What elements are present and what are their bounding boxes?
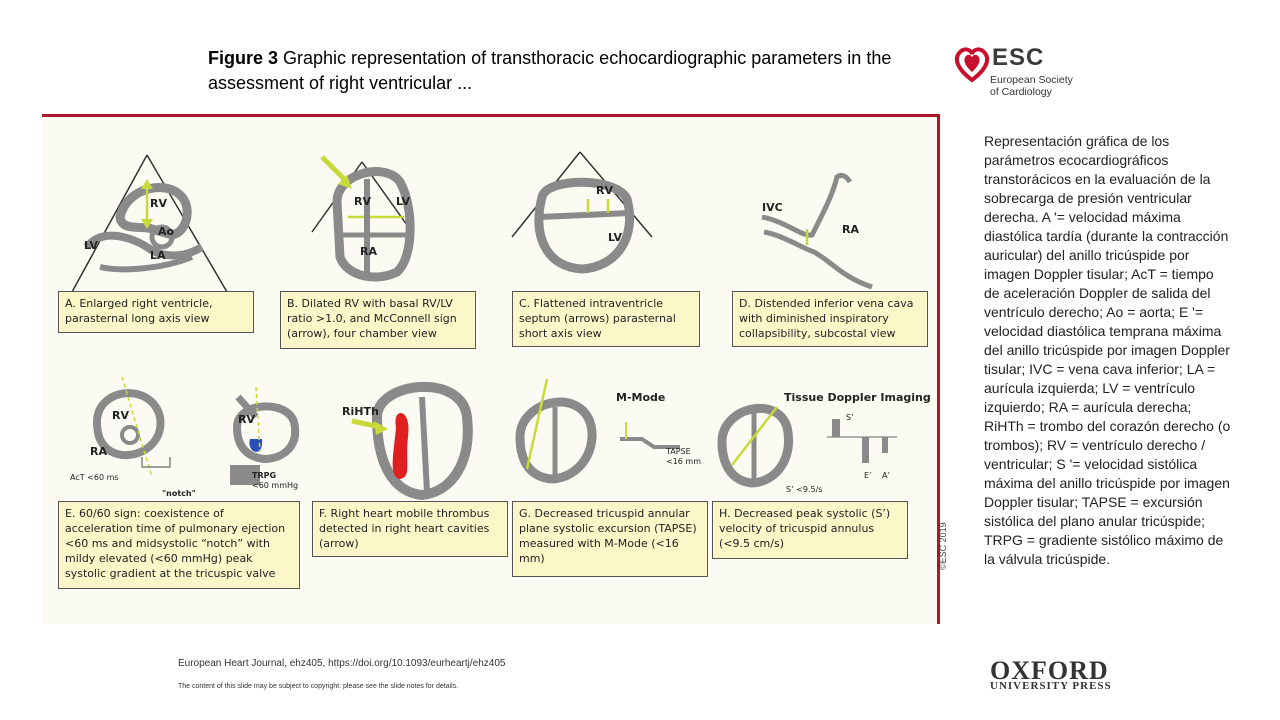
panel-g-caption: G. Decreased tricuspid annular plane sys… (512, 501, 708, 577)
panel-h-svalue-label: S’ <9.5/s (786, 485, 823, 494)
panel-c-rv-label: RV (596, 184, 613, 197)
oup-logo: UNIVERSITY PRESS (990, 680, 1112, 692)
panel-d-drawing (761, 172, 873, 290)
esc-heart-icon (954, 47, 990, 83)
panel-e-notch-label: "notch" (162, 489, 196, 498)
panel-e-rv2-label: RV (238, 413, 255, 426)
panel-e-rv-label: RV (112, 409, 129, 422)
panel-g-tapse-label: TAPSE (666, 447, 691, 456)
panel-b-ra-label: RA (360, 245, 377, 258)
panel-a-lv-label: LV (84, 239, 99, 252)
esc-subtitle: European Society of Cardiology (990, 74, 1073, 98)
panel-h-tdi-label: Tissue Doppler Imaging (784, 391, 931, 404)
panel-g-mmode-label: M-Mode (616, 391, 666, 404)
panel-d-caption: D. Distended inferior vena cava with dim… (732, 291, 928, 347)
slide-title: Figure 3 Graphic representation of trans… (208, 46, 908, 96)
panel-h-a-label: A’ (882, 471, 891, 480)
panel-a-rv-label: RV (150, 197, 167, 210)
panel-e-trpg-label: TRPG (252, 471, 277, 480)
panel-e-trpg-value: <60 mmHg (252, 481, 299, 490)
panel-h-drawing (717, 403, 897, 488)
panel-a-drawing (71, 154, 228, 293)
panel-e-caption: E. 60/60 sign: coexistence of accelerati… (58, 501, 300, 589)
esc-wordmark: ESC (992, 44, 1045, 71)
journal-citation: European Heart Journal, ehz405, https://… (178, 658, 506, 669)
panel-c-caption: C. Flattened intraventricle septum (arro… (512, 291, 700, 347)
panel-a-la-label: LA (150, 249, 166, 262)
panel-d-ivc-label: IVC (762, 201, 783, 214)
panel-e-ra-label: RA (90, 445, 107, 458)
panel-b-rv-label: RV (354, 195, 371, 208)
panel-b-drawing (311, 155, 415, 282)
panel-h-e-label: E’ (864, 471, 872, 480)
panel-f-caption: F. Right heart mobile thrombus detected … (312, 501, 508, 557)
panel-c-lv-label: LV (608, 231, 623, 244)
panel-e-act-label: AcT <60 ms (70, 473, 119, 482)
esc-subtitle-line1: European Society (990, 74, 1073, 86)
panel-b-caption: B. Dilated RV with basal RV/LV ratio >1.… (280, 291, 476, 349)
copyright-notice: ©ESC 2019 (938, 522, 948, 570)
figure-title-text: Graphic representation of transthoracic … (208, 48, 892, 93)
panel-g-drawing (515, 378, 680, 484)
panel-d-ra-label: RA (842, 223, 859, 236)
panel-e-drawing (92, 376, 300, 485)
panel-f-rihth-label: RiHTh (342, 405, 379, 418)
panel-a-caption: A. Enlarged right ventricle, parasternal… (58, 291, 254, 333)
panel-g-tapse-value: <16 mm (666, 457, 702, 466)
panel-a-ao-label: Ao (158, 225, 175, 238)
figure-description: Representación gráfica de los parámetros… (984, 133, 1231, 567)
panel-b-lv-label: LV (396, 195, 411, 208)
panel-h-caption: H. Decreased peak systolic (S’) velocity… (712, 501, 908, 559)
copyright-notice-footer: The content of this slide may be subject… (178, 683, 459, 690)
figure-drawings (71, 151, 897, 501)
figure-panel: RV LV Ao LA RV LV RA RV LV IVC RA A. Enl… (42, 114, 940, 624)
panel-f-drawing (351, 381, 473, 501)
panel-h-s-label: S’ (846, 413, 854, 422)
oxford-logo: OXFORD (990, 656, 1109, 685)
esc-subtitle-line2: of Cardiology (990, 86, 1052, 98)
figure-number: Figure 3 (208, 48, 279, 68)
panel-c-drawing (511, 151, 653, 274)
